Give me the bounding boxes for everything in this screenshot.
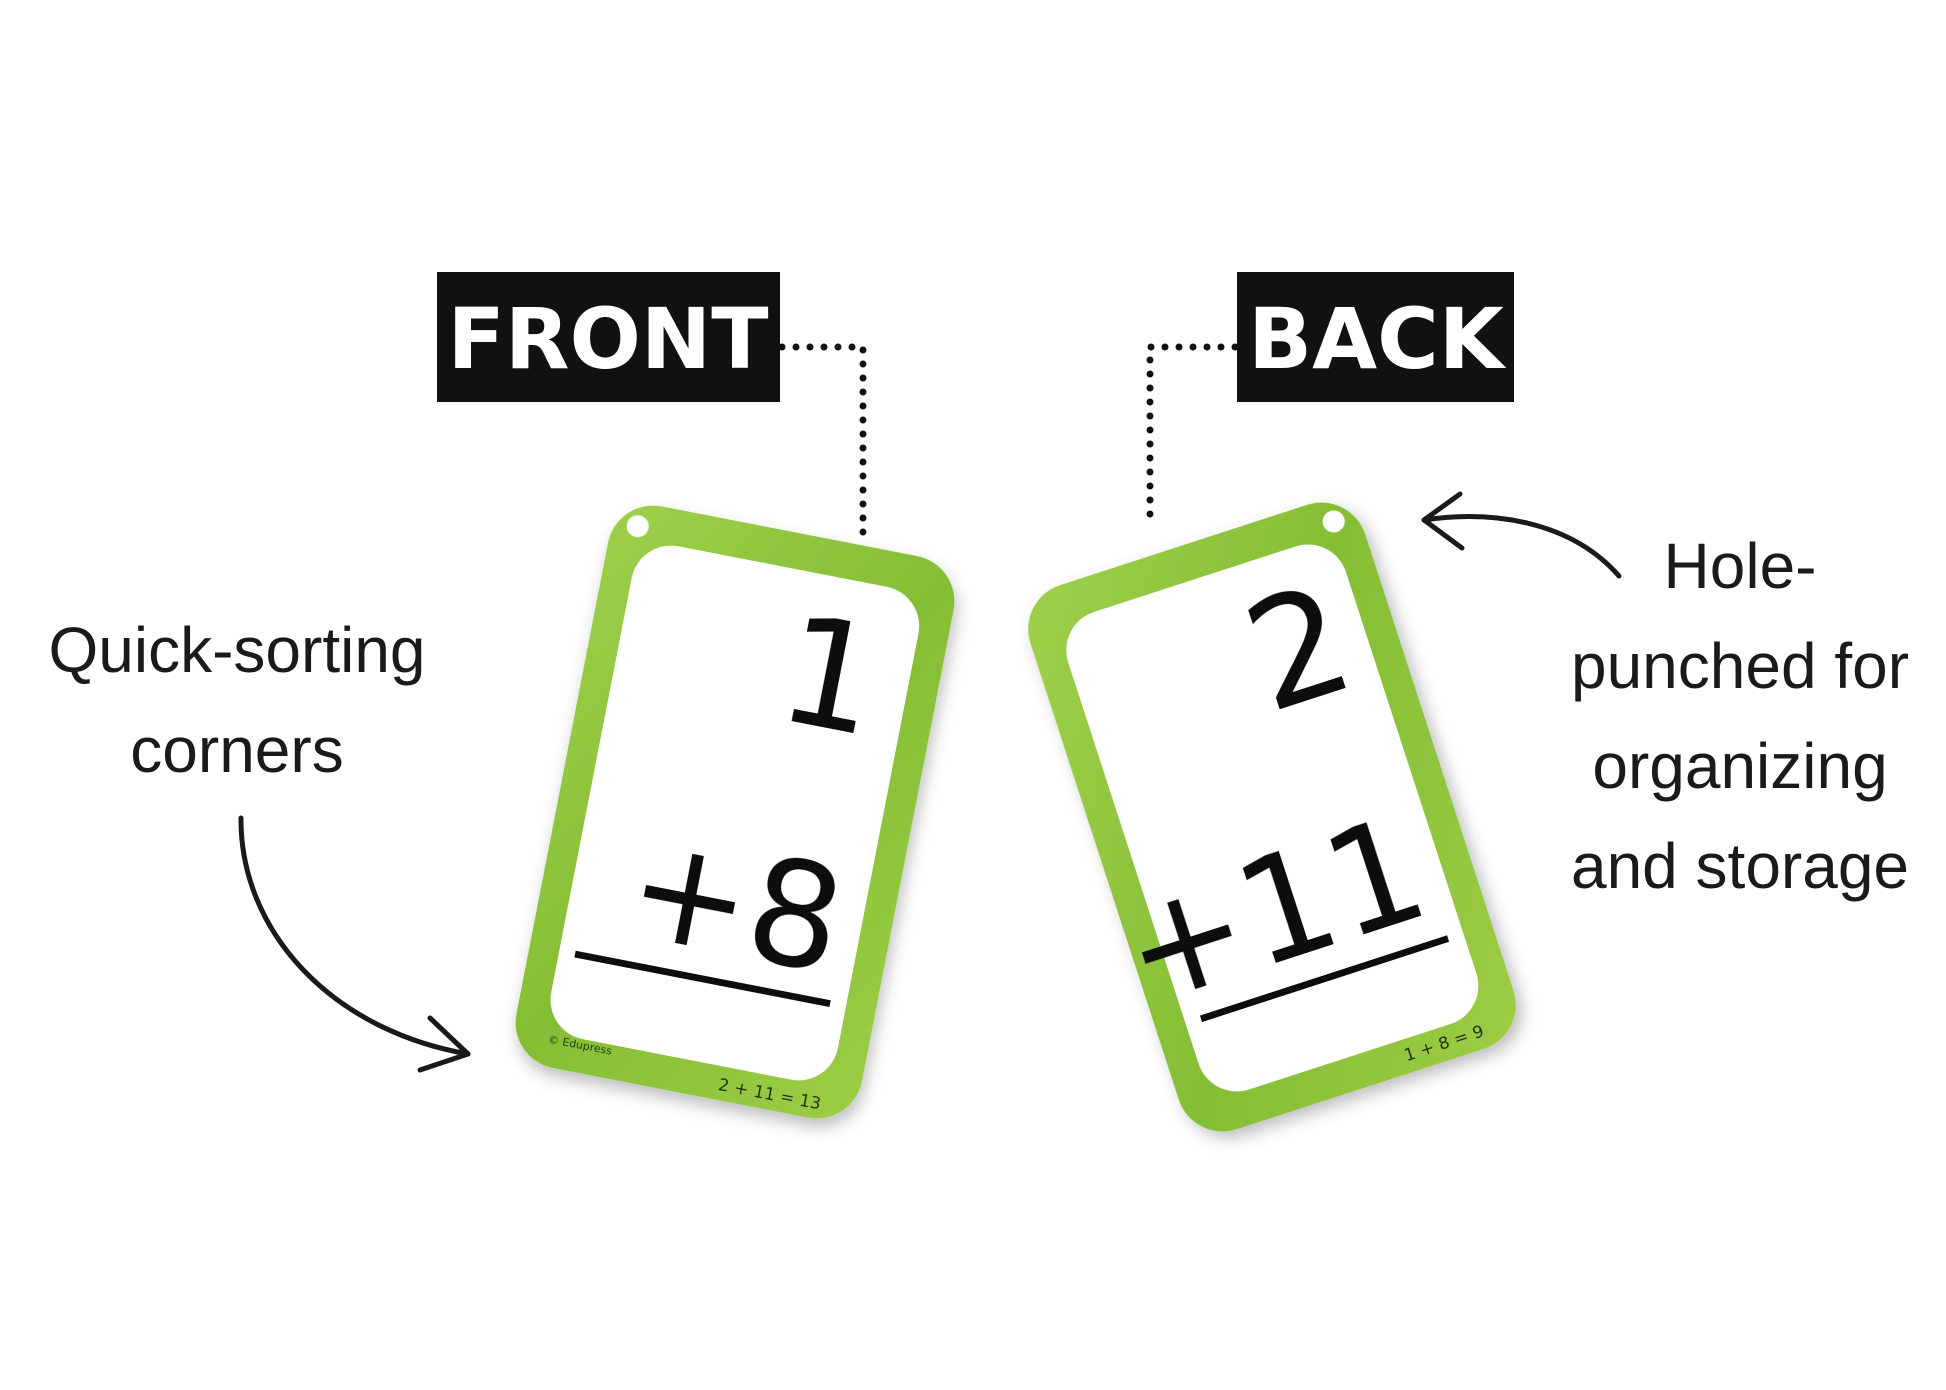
left-callout-line-2: corners xyxy=(130,714,343,786)
front-connector xyxy=(778,343,867,540)
right-callout-line-4: and storage xyxy=(1571,830,1909,902)
front-card: 1 +8 © Edupress 2 + 11 = 13 xyxy=(515,505,955,1119)
left-arrow-icon xyxy=(238,815,471,1073)
right-callout-line-3: organizing xyxy=(1592,730,1887,802)
right-callout-line-1: Hole- xyxy=(1664,530,1817,602)
punch-hole xyxy=(626,515,649,538)
sum-line xyxy=(574,950,831,1008)
front-bottom-number: +8 xyxy=(614,801,856,1008)
back-tag: BACK xyxy=(1237,272,1514,402)
back-card: 2 +11 1 + 8 = 9 xyxy=(1028,502,1516,1132)
right-arrow-icon xyxy=(1421,491,1622,579)
front-tag-label: FRONT xyxy=(447,290,768,388)
punch-hole xyxy=(1322,510,1345,533)
back-tag-label: BACK xyxy=(1248,290,1507,388)
left-callout-line-1: Quick-sorting xyxy=(49,614,426,686)
front-tag: FRONT xyxy=(437,272,780,402)
right-callout-line-2: punched for xyxy=(1571,630,1909,702)
back-connector xyxy=(1146,343,1239,528)
sum-line xyxy=(1199,935,1450,1023)
